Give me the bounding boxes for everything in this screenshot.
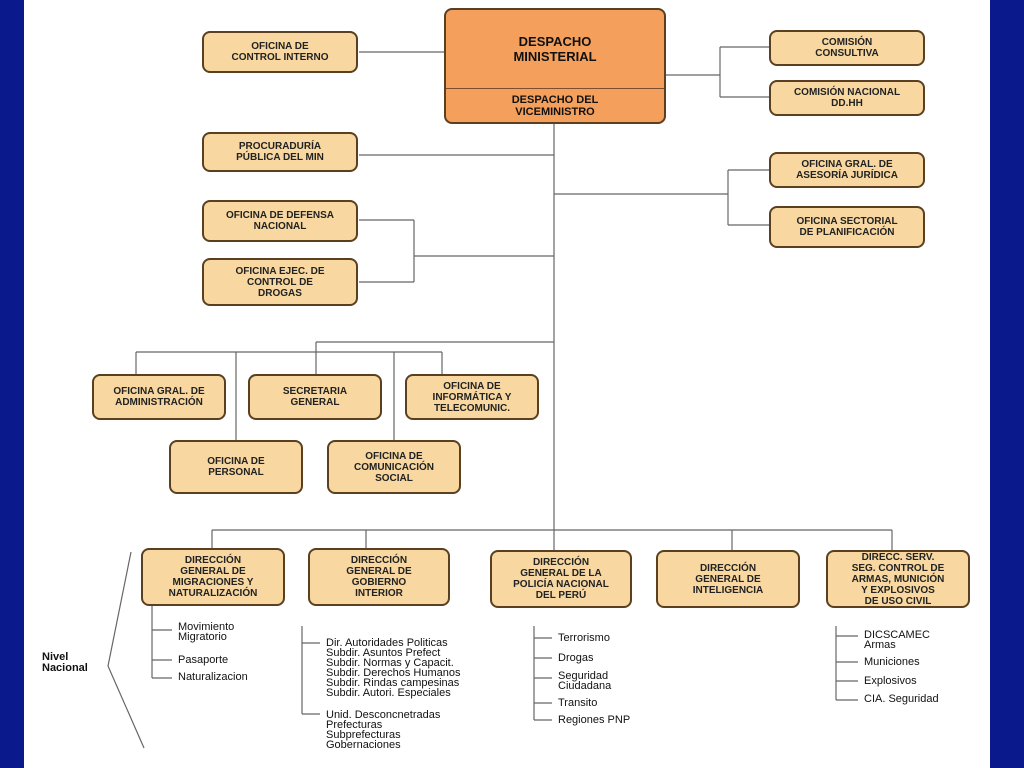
policia-item: Regiones PNP <box>558 714 631 726</box>
comision-nacional-ddhh[interactable]: COMISIÓN NACIONAL DD.HH <box>769 80 925 116</box>
secretaria-general[interactable]: SECRETARIA GENERAL <box>248 374 382 420</box>
oficina-personal[interactable]: OFICINA DE PERSONAL <box>169 440 303 494</box>
migraciones-item: Naturalizacion <box>178 671 248 683</box>
policia-item: Transito <box>558 697 598 709</box>
armas-item: Explosivos <box>864 675 917 687</box>
despacho-ministerial-box[interactable]: DESPACHO MINISTERIAL DESPACHO DEL VICEMI… <box>444 8 666 124</box>
oficina-administracion[interactable]: OFICINA GRAL. DE ADMINISTRACIÓN <box>92 374 226 420</box>
org-chart: DESPACHO MINISTERIAL DESPACHO DEL VICEMI… <box>24 0 990 768</box>
armas-item: Municiones <box>864 656 920 668</box>
direccion-gobierno-interior[interactable]: DIRECCIÓN GENERAL DE GOBIERNO INTERIOR <box>308 548 450 606</box>
armas-item: CIA. Seguridad <box>864 693 939 705</box>
policia-item: Drogas <box>558 652 594 664</box>
direccion-policia-nacional[interactable]: DIRECCIÓN GENERAL DE LA POLICÍA NACIONAL… <box>490 550 632 608</box>
direccion-control-armas[interactable]: DIRECC. SERV. SEG. CONTROL DE ARMAS, MUN… <box>826 550 970 608</box>
oficina-control-interno[interactable]: OFICINA DE CONTROL INTERNO <box>202 31 358 73</box>
gobierno-group-2: Unid. Desconcnetradas Prefecturas Subpre… <box>326 709 441 751</box>
procuraduria-publica[interactable]: PROCURADURÍA PÚBLICA DEL MIN <box>202 132 358 172</box>
direccion-migraciones[interactable]: DIRECCIÓN GENERAL DE MIGRACIONES Y NATUR… <box>141 548 285 606</box>
despacho-viceministro-label: DESPACHO DEL VICEMINISTRO <box>511 94 599 118</box>
armas-item: DICSCAMEC Armas <box>864 629 931 651</box>
direccion-inteligencia[interactable]: DIRECCIÓN GENERAL DE INTELIGENCIA <box>656 550 800 608</box>
migraciones-item: Pasaporte <box>178 654 229 666</box>
despacho-ministerial-label: DESPACHO MINISTERIAL <box>446 10 664 89</box>
connector-lines <box>107 46 893 749</box>
nivel-nacional-label: Nivel Nacional <box>42 651 88 674</box>
oficina-asesoria-juridica[interactable]: OFICINA GRAL. DE ASESORÍA JURÍDICA <box>769 152 925 188</box>
oficina-planificacion[interactable]: OFICINA SECTORIAL DE PLANIFICACIÓN <box>769 206 925 248</box>
oficina-informatica[interactable]: OFICINA DE INFORMÁTICA Y TELECOMUNIC. <box>405 374 539 420</box>
oficina-comunicacion-social[interactable]: OFICINA DE COMUNICACIÓN SOCIAL <box>327 440 461 494</box>
policia-item: Seguridad Ciudadana <box>558 670 612 692</box>
policia-item: Terrorismo <box>558 632 610 644</box>
comision-consultiva[interactable]: COMISIÓN CONSULTIVA <box>769 30 925 66</box>
oficina-control-drogas[interactable]: OFICINA EJEC. DE CONTROL DE DROGAS <box>202 258 358 306</box>
oficina-defensa-nacional[interactable]: OFICINA DE DEFENSA NACIONAL <box>202 200 358 242</box>
migraciones-item: Movimiento Migratorio <box>178 621 235 643</box>
gobierno-group-1: Dir. Autoridades Politicas Subdir. Asunt… <box>326 637 461 699</box>
